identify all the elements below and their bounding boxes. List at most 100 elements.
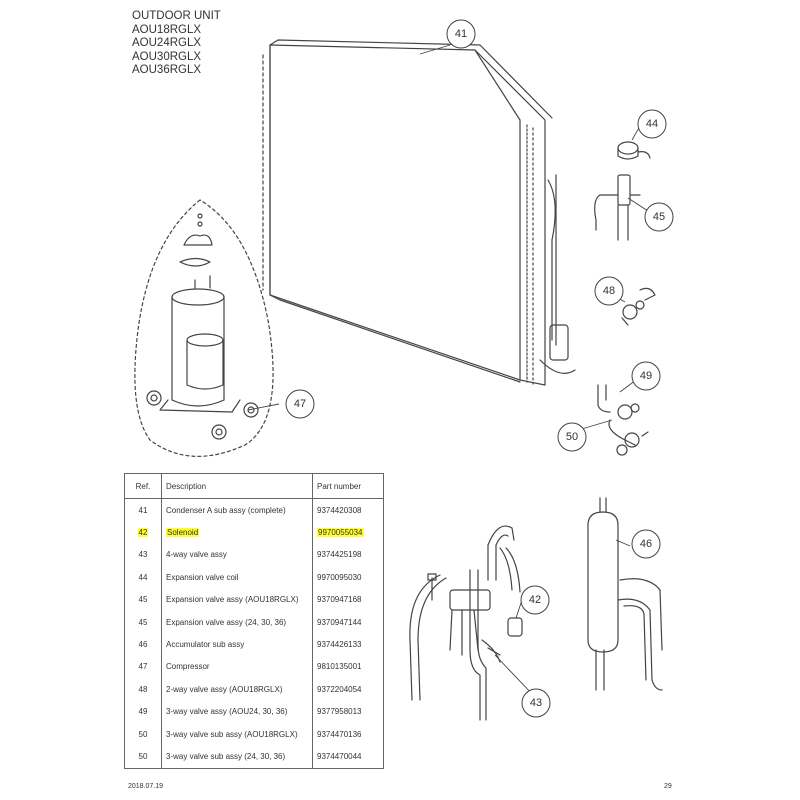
header-description: Description (161, 473, 313, 499)
table-row: 41 Condenser A sub assy (complete) 9374420… (124, 498, 384, 522)
row-part-number-text: 9372204054 (317, 684, 362, 694)
row-ref-text: 43 (138, 550, 148, 560)
row-ref-text: 45 (138, 617, 148, 627)
row-part-number-text: 9374470044 (317, 751, 362, 761)
row-description-text: 3-way valve sub assy (24, 30, 36) (166, 751, 286, 761)
row-part-number-text: 9374470136 (317, 729, 362, 739)
callout-label-42: 42 (529, 594, 541, 606)
row-part-number-text: 9377958013 (317, 707, 362, 717)
row-part-number-text: 9374425198 (317, 550, 362, 560)
compressor-drawing (134, 199, 274, 457)
title-block: OUTDOOR UNIT AOU18RGLX AOU24RGLX AOU30RG… (132, 10, 221, 78)
row-part-number: 9374420308 (312, 498, 384, 522)
model-name: AOU18RGLX (132, 23, 202, 36)
callout-45 (644, 202, 674, 232)
row-ref-text: 47 (138, 662, 148, 672)
page-number: 29 (664, 783, 672, 790)
row-part-number-text: 9810135001 (317, 662, 362, 672)
callout-46 (631, 529, 661, 559)
model-name: AOU36RGLX (132, 64, 202, 76)
callout-50 (557, 422, 587, 452)
row-description-text: Compressor (166, 662, 210, 672)
row-description: 2-way valve assy (AOU18RGLX) (161, 678, 313, 701)
row-part-number-text: 9970055034 (317, 528, 364, 538)
row-description: Compressor (161, 655, 313, 679)
callout-41 (446, 19, 476, 49)
unit-title: OUTDOOR UNIT (132, 10, 221, 22)
callout-49 (631, 361, 661, 391)
callout-label-49: 49 (640, 370, 652, 382)
callout-label-50: 50 (566, 431, 578, 443)
row-description-text: Accumulator sub assy (166, 640, 245, 650)
row-ref: 45 (124, 610, 162, 634)
row-ref: 46 (124, 633, 162, 656)
callout-label-45: 45 (653, 211, 665, 223)
row-part-number: 9372204054 (312, 678, 384, 701)
row-part-number: 9810135001 (312, 655, 384, 679)
two-way-valve-drawing (621, 287, 656, 326)
row-description: 3-way valve sub assy (24, 30, 36) (161, 745, 313, 769)
row-part-number: 9970055034 (312, 521, 384, 544)
row-ref: 43 (124, 543, 162, 567)
footer-date: 2018.07.19 (128, 783, 164, 790)
row-ref-text: 50 (138, 751, 148, 761)
row-part-number: 9374425198 (312, 543, 384, 567)
row-description-text: Solenoid (166, 528, 200, 538)
row-description-text: 2-way valve assy (AOU18RGLX) (166, 684, 283, 694)
table-row: 43 4-way valve assy 9374425198 (124, 543, 384, 567)
header-part-number: Part number (312, 473, 384, 499)
row-description: 4-way valve assy (161, 543, 313, 567)
row-description-text: Condenser A sub assy (complete) (166, 505, 286, 515)
callout-label-47: 47 (294, 398, 306, 410)
row-ref: 47 (124, 655, 162, 679)
callout-43 (521, 688, 551, 718)
row-ref-text: 45 (138, 595, 148, 605)
callout-label-48: 48 (603, 285, 615, 297)
row-ref-text: 44 (138, 572, 148, 582)
callout-48 (594, 276, 624, 306)
three-way-valve-drawing (597, 384, 649, 456)
row-description: Expansion valve assy (24, 30, 36) (161, 610, 313, 634)
row-ref: 50 (124, 722, 162, 746)
row-ref: 49 (124, 700, 162, 723)
row-description-text: 3-way valve assy (AOU24, 30, 36) (166, 707, 288, 717)
row-description: Expansion valve coil (161, 566, 313, 589)
four-way-valve-assembly-drawing (409, 525, 523, 721)
table-row: 47 Compressor 9810135001 (124, 655, 384, 679)
row-ref: 44 (124, 566, 162, 589)
row-ref: 48 (124, 678, 162, 701)
row-ref-text: 41 (138, 505, 148, 515)
row-ref-text: 49 (138, 707, 148, 717)
row-description: Accumulator sub assy (161, 633, 313, 656)
accumulator-drawing (587, 497, 663, 691)
row-description-text: 4-way valve assy (166, 550, 227, 560)
row-description: Condenser A sub assy (complete) (161, 498, 313, 522)
row-description-text: Expansion valve coil (166, 572, 239, 582)
row-part-number-text: 9374426133 (317, 640, 362, 650)
callout-42 (520, 585, 550, 615)
model-name: AOU24RGLX (132, 37, 202, 49)
condenser-drawing (262, 39, 576, 386)
table-row: 50 3-way valve sub assy (AOU18RGLX) 937447… (124, 722, 384, 746)
row-description: Expansion valve assy (AOU18RGLX) (161, 588, 313, 611)
row-description: Solenoid (161, 521, 313, 544)
callout-44 (637, 109, 667, 139)
table-row: 50 3-way valve sub assy (24, 30, 36) 93744… (124, 745, 384, 769)
row-part-number: 9370947168 (312, 588, 384, 611)
row-part-number: 9374470136 (312, 722, 384, 746)
callout-label-44: 44 (646, 118, 658, 130)
row-description-text: Expansion valve assy (AOU18RGLX) (166, 595, 299, 605)
row-description: 3-way valve sub assy (AOU18RGLX) (161, 722, 313, 746)
row-ref-text: 50 (138, 729, 148, 739)
row-description: 3-way valve assy (AOU24, 30, 36) (161, 700, 313, 723)
row-ref: 50 (124, 745, 162, 769)
row-part-number-text: 9374420308 (317, 505, 362, 515)
expansion-valve-coil-drawing (617, 141, 651, 160)
parts-table-body: 41 Condenser A sub assy (complete) 9374420… (124, 498, 384, 769)
table-row: 46 Accumulator sub assy 9374426133 (124, 633, 384, 656)
